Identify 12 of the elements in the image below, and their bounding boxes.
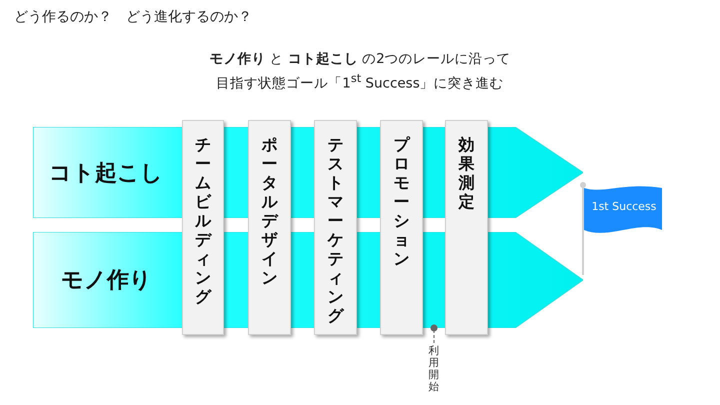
phase-box: テストマーケティング: [314, 120, 357, 335]
phase-box: 効果測定: [445, 120, 488, 335]
rail-label: コト起こし: [49, 160, 163, 188]
leader-line: [430, 324, 438, 344]
goal-flag: 1st Success: [578, 180, 664, 275]
phase-box: プロモーション: [380, 120, 423, 335]
page-title: どう作るのか？ どう進化するのか？: [14, 8, 252, 26]
phase-box: チームビルディング: [182, 120, 224, 335]
rail-label: モノ作り: [61, 267, 152, 295]
milestone-label: 利用開始: [425, 345, 443, 393]
subtitle: モノ作り と コト起こし の2つのレールに沿って目指す状態ゴール「1$^{st}$ Success」に突き進む: [208, 50, 512, 94]
phase-box: ポータルデザイン: [248, 120, 291, 335]
